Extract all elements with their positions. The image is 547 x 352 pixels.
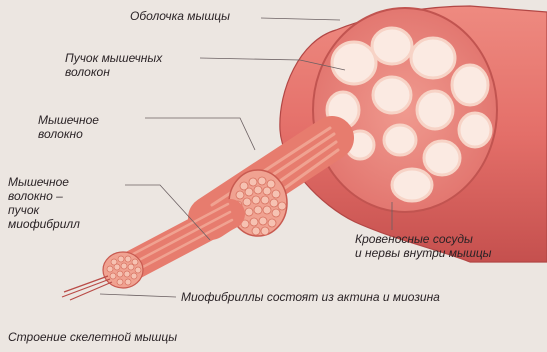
label-myofibril-bundle: Мышечное волокно – пучок миофибрилл [8,175,80,231]
label-blood-vessels-nerves: Кровеносные сосуды и нервы внутри мышцы [355,232,492,260]
label-muscle-fiber: Мышечное волокно [38,113,99,141]
label-muscle-sheath: Оболочка мышцы [130,9,230,23]
label-myofibrils-actin-myosin: Миофибриллы состоят из актина и миозина [181,290,440,304]
actin-myosin-filaments [62,276,112,300]
diagram-caption: Строение скелетной мышцы [8,330,177,344]
myofibril-bundle-end [103,252,143,288]
label-muscle-fiber-bundle: Пучок мышечных волокон [65,51,162,79]
